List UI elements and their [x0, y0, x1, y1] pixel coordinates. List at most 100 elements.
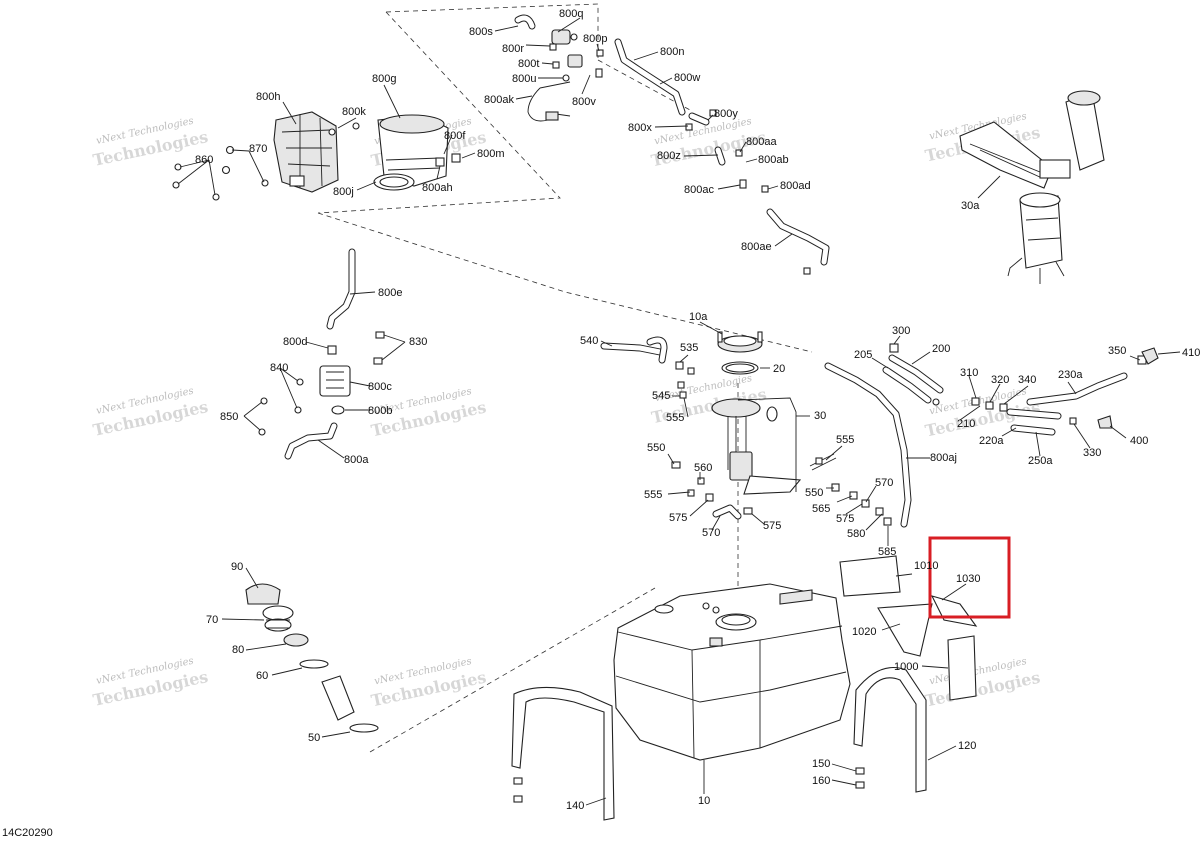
label-50: 50 [308, 732, 320, 744]
label-800ah: 800ah [422, 182, 453, 194]
label-800y: 800y [714, 108, 738, 120]
label-300: 300 [892, 325, 910, 337]
fittings-group [685, 109, 830, 275]
label-205: 205 [854, 349, 872, 361]
label-120: 120 [958, 740, 976, 752]
label-800s: 800s [469, 26, 493, 38]
canister-leader-lines [177, 84, 476, 196]
label-200: 200 [932, 343, 950, 355]
vent-hose-leader-lines [871, 335, 1181, 457]
label-800b: 800b [368, 405, 392, 417]
label-800w: 800w [674, 72, 700, 84]
label-800x: 800x [628, 122, 652, 134]
label-860: 860 [195, 154, 213, 166]
label-350: 350 [1108, 345, 1126, 357]
fuel-line-group [809, 362, 912, 528]
label-550-left: 550 [647, 442, 665, 454]
filler-neck-leader-lines [221, 567, 351, 738]
dashed-group-lines [317, 3, 813, 753]
fittings-leader-lines [654, 114, 793, 247]
canister-group [172, 111, 461, 201]
label-850: 850 [220, 411, 238, 423]
label-210: 210 [957, 418, 975, 430]
label-800k: 800k [342, 106, 366, 118]
label-1000: 1000 [894, 661, 918, 673]
label-230a: 230a [1058, 369, 1083, 381]
label-545: 545 [652, 390, 670, 402]
strap-leader-lines [831, 745, 957, 786]
label-80: 80 [232, 644, 244, 656]
strap-left [511, 686, 615, 821]
highlight-box-1030 [928, 536, 1011, 619]
label-10a: 10a [689, 311, 708, 323]
label-20: 20 [773, 363, 785, 375]
label-575-right: 575 [836, 513, 854, 525]
label-800m: 800m [477, 148, 505, 160]
filler-neck-group [245, 583, 379, 733]
label-30a: 30a [961, 200, 980, 212]
label-250a: 250a [1028, 455, 1053, 467]
label-840: 840 [270, 362, 288, 374]
label-800f: 800f [444, 130, 466, 142]
label-310: 310 [960, 367, 978, 379]
label-580: 580 [847, 528, 865, 540]
label-30: 30 [814, 410, 826, 422]
leader-30a [977, 175, 1001, 199]
left-middle-group [258, 248, 385, 460]
label-410: 410 [1182, 347, 1200, 359]
label-800j: 800j [333, 186, 354, 198]
label-870: 870 [249, 143, 267, 155]
label-800t: 800t [518, 58, 539, 70]
leader-140 [585, 797, 607, 806]
label-800u: 800u [512, 73, 536, 85]
label-800aj: 800aj [930, 452, 957, 464]
label-1020: 1020 [852, 626, 876, 638]
label-570-left: 570 [702, 527, 720, 539]
fuel-tank-group [613, 583, 851, 761]
label-800r: 800r [502, 43, 524, 55]
label-140: 140 [566, 800, 584, 812]
label-60: 60 [256, 670, 268, 682]
label-330: 330 [1083, 447, 1101, 459]
label-540: 540 [580, 335, 598, 347]
fuel-line-leader-lines [825, 445, 930, 546]
label-800d: 800d [283, 336, 307, 348]
label-160: 160 [812, 775, 830, 787]
label-570-right: 570 [875, 477, 893, 489]
label-555-top: 555 [666, 412, 684, 424]
label-150: 150 [812, 758, 830, 770]
pump-detail-group [959, 90, 1105, 284]
label-800z: 800z [657, 150, 681, 162]
diagram-code: 14C20290 [2, 827, 53, 839]
label-550-right: 550 [805, 487, 823, 499]
vent-leader-lines [494, 17, 673, 100]
label-585: 585 [878, 546, 896, 558]
vent-hose-group [882, 343, 1159, 436]
label-800p: 800p [583, 33, 607, 45]
strap-right [853, 666, 927, 793]
label-800h: 800h [256, 91, 280, 103]
callout-labels: 800s 800q 800r 800p 800n 800t 800u 800w … [195, 8, 1200, 812]
label-1030: 1030 [956, 573, 980, 585]
label-560: 560 [694, 462, 712, 474]
left-middle-leader-lines [243, 291, 406, 459]
label-400: 400 [1130, 435, 1148, 447]
label-800ac: 800ac [684, 184, 714, 196]
label-565: 565 [812, 503, 830, 515]
label-800ab: 800ab [758, 154, 789, 166]
label-535: 535 [680, 342, 698, 354]
label-90: 90 [231, 561, 243, 573]
label-800c: 800c [368, 381, 392, 393]
label-70: 70 [206, 614, 218, 626]
label-800ak: 800ak [484, 94, 514, 106]
label-575-left: 575 [669, 512, 687, 524]
heat-shield-leader-lines [881, 573, 967, 669]
label-555-left: 555 [644, 489, 662, 501]
label-800aa: 800aa [746, 136, 777, 148]
label-800n: 800n [660, 46, 684, 58]
label-555-right: 555 [836, 434, 854, 446]
label-800q: 800q [559, 8, 583, 20]
label-800a: 800a [344, 454, 369, 466]
pump-module-group [600, 331, 802, 520]
